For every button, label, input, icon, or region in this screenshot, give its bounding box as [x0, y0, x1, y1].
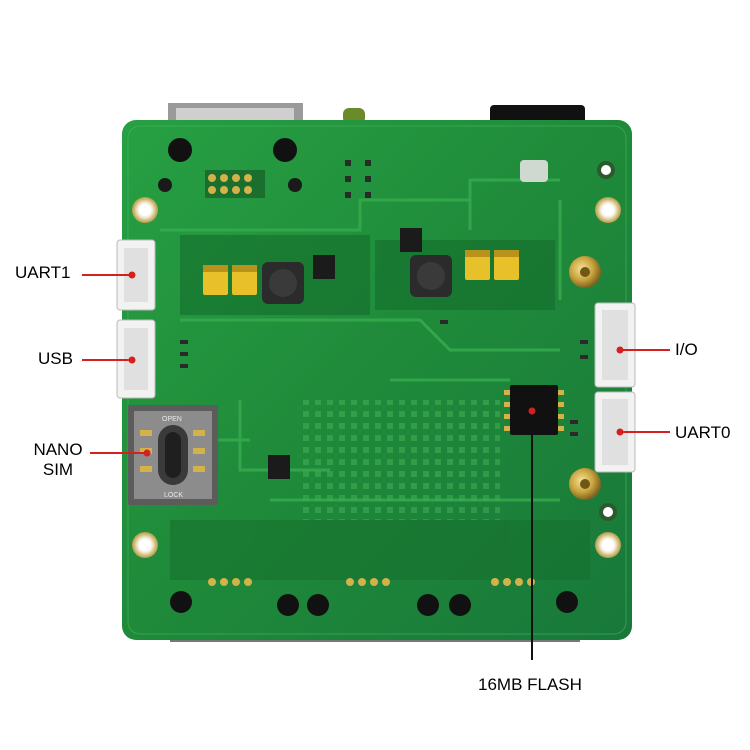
- io-connector: [594, 302, 636, 388]
- top-pad-row: [205, 170, 265, 198]
- callout-lines: [82, 271, 670, 660]
- small-ics: [268, 160, 548, 479]
- callout-16mb-flash: 16MB FLASH: [478, 675, 582, 694]
- callout-usb: USB: [38, 349, 73, 368]
- nano-sim-holder: OPEN LOCK: [128, 405, 218, 505]
- pcb-traces: [160, 178, 562, 502]
- power-inductors: [262, 255, 452, 304]
- callout-uart1: UART1: [15, 263, 71, 282]
- callout-uart0: UART0: [675, 423, 731, 442]
- bottom-pin-rows: [170, 578, 578, 616]
- mounting-holes: [132, 161, 621, 558]
- gold-standoffs: [569, 256, 601, 500]
- uart1-connector: [116, 239, 156, 311]
- uart0-connector: [594, 391, 636, 473]
- top-black-pins: [158, 138, 302, 192]
- callout-nano-sim: NANO SIM: [33, 440, 83, 479]
- tantalum-capacitors: [203, 250, 519, 295]
- smd-components: [180, 160, 588, 436]
- sim-open-marking: OPEN: [162, 416, 182, 423]
- sim-lock-marking: LOCK: [164, 492, 183, 499]
- usb-connector: [116, 319, 156, 399]
- callout-io: I/O: [675, 340, 698, 359]
